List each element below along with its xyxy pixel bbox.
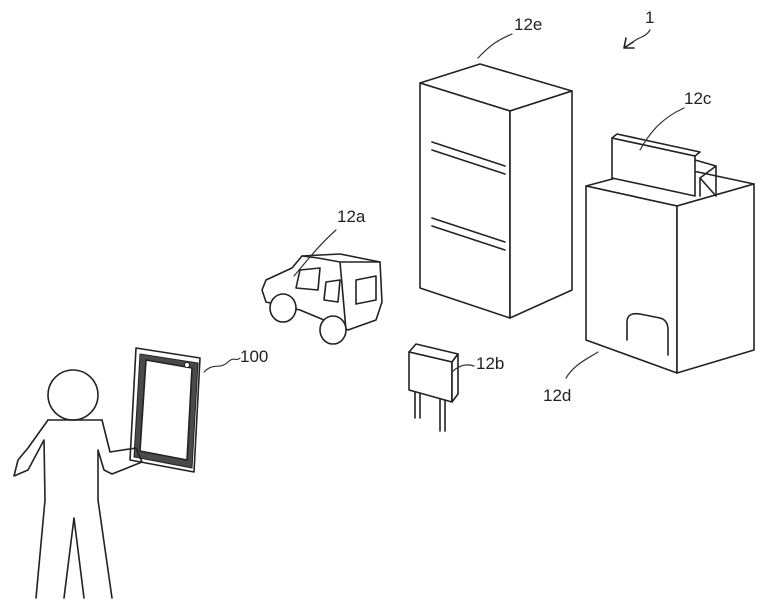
arrow-icon <box>624 38 634 48</box>
small-sign-label: 12b <box>476 354 504 373</box>
car-window <box>324 280 340 302</box>
tall-building-label: 12e <box>514 15 542 34</box>
tall-building-leader <box>478 34 512 58</box>
short-building-leader <box>566 352 598 378</box>
car-window <box>296 268 320 290</box>
camera-icon <box>185 363 190 368</box>
short-building: 12d <box>543 165 754 405</box>
car-label: 12a <box>337 207 366 226</box>
tablet-screen <box>140 360 192 460</box>
small-sign: 12b <box>409 344 504 431</box>
system-reference: 1 <box>624 8 654 48</box>
system-leader <box>633 30 650 42</box>
signboard-label: 12c <box>684 89 712 108</box>
person-body <box>14 420 142 598</box>
tall-building-side <box>510 91 572 318</box>
tall-building-front <box>420 83 510 318</box>
car-wheel <box>270 294 296 322</box>
tall-building: 12e <box>420 15 572 318</box>
person-head <box>48 370 98 420</box>
rooftop-signboard: 12c <box>612 89 716 196</box>
person <box>14 370 142 598</box>
car: 12a <box>262 207 382 344</box>
car-wheel <box>320 316 346 344</box>
tablet-terminal: 100 <box>130 347 268 472</box>
sign-side <box>452 354 458 402</box>
tablet-leader <box>204 358 240 372</box>
car-window <box>356 276 376 304</box>
short-building-label: 12d <box>543 386 571 405</box>
short-building-side <box>677 184 754 373</box>
tablet-label: 100 <box>240 347 268 366</box>
system-label: 1 <box>645 8 654 27</box>
